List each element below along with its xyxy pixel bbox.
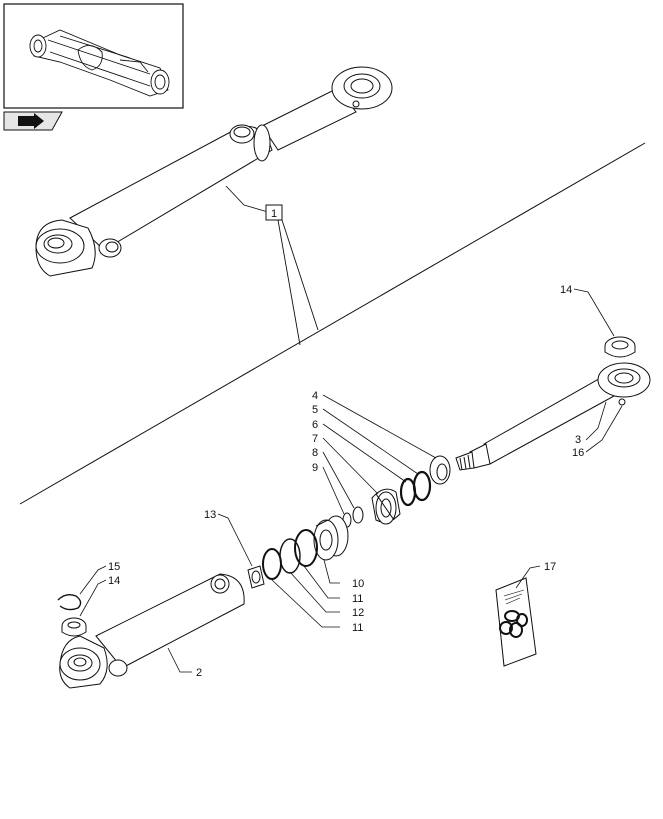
- scraper-seal: [429, 455, 451, 485]
- callout-label-8: 8: [312, 447, 318, 459]
- piston: [313, 515, 349, 561]
- callout-label-14-top: 14: [560, 284, 572, 296]
- callout-label-5: 5: [312, 404, 318, 416]
- callout-label-3: 3: [575, 434, 581, 446]
- callout-label-13: 13: [204, 509, 216, 521]
- cylinder-barrel: [59, 573, 245, 689]
- callout-label-7: 7: [312, 433, 318, 445]
- bearing-top: [604, 336, 636, 358]
- callout-label-1: 1: [271, 208, 277, 220]
- assembled-cylinder: [35, 66, 393, 277]
- o-rings-5-6: [399, 470, 432, 507]
- rings-11-12: [262, 529, 318, 580]
- callout-label-17: 17: [544, 561, 556, 573]
- callout-labels: 14 3 16 4 5 6 7 8 9 13 10 11 12 11 15 14…: [108, 284, 584, 679]
- callout-label-12: 12: [352, 607, 364, 619]
- callout-label-6: 6: [312, 419, 318, 431]
- callout-label-10: 10: [352, 578, 364, 590]
- bearing-left: [61, 617, 87, 637]
- callout-1: 1: [225, 185, 319, 346]
- callout-label-4: 4: [312, 390, 318, 402]
- axle-thumbnail-icon: [3, 3, 184, 109]
- callout-label-16: 16: [572, 447, 584, 459]
- callout-label-11-upper: 11: [352, 593, 363, 605]
- callout-label-15: 15: [108, 561, 120, 573]
- callout-label-11-lower: 11: [352, 622, 363, 634]
- piston-rod: [455, 362, 651, 471]
- section-divider: [19, 142, 646, 505]
- circlip: [57, 593, 82, 611]
- nav-arrow-icon[interactable]: [3, 111, 63, 131]
- callout-label-2: 2: [196, 667, 202, 679]
- nut: [247, 565, 265, 589]
- leader-lines: [79, 288, 623, 673]
- seal-kit-bag: [495, 577, 537, 667]
- callout-label-9: 9: [312, 462, 318, 474]
- rod-guide: [371, 488, 401, 525]
- callout-label-14-left: 14: [108, 575, 120, 587]
